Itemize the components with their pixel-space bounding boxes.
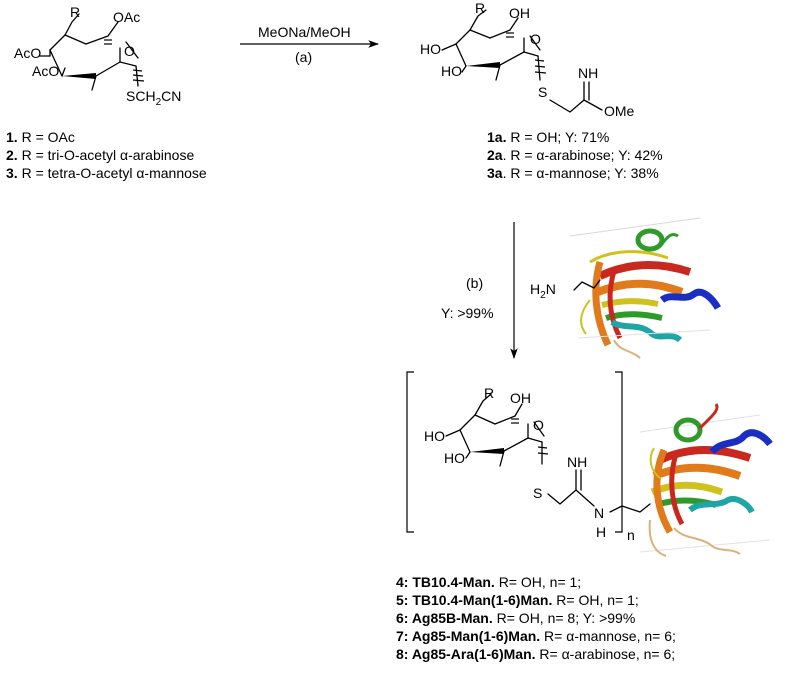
imidate-atom-S: S [538,84,547,100]
imidate-atom-R: R [475,0,485,16]
conjugate-atom-HO-2: HO [444,450,465,466]
conjugate-compound-4: 4: TB10.4-Man. R= OH, n= 1; [396,574,581,590]
start-compound-3: 3. R = tetra-O-acetyl α-mannose [6,165,207,181]
start-atom-R: R [70,4,80,20]
start-compound-list: 1. R = OAc 2. R = tri-O-acetyl α-arabino… [6,129,207,181]
start-structure [39,13,145,91]
imidate-atom-OMe: OMe [604,103,635,119]
conjugate-compound-list: 4: TB10.4-Man. R= OH, n= 1; 5: TB10.4-Ma… [396,574,676,662]
conjugate-compound-5: 5: TB10.4-Man(1-6)Man. R= OH, n= 1; [396,592,639,608]
conjugate-atom-OH: OH [510,390,531,406]
start-atom-OAc: OAc [113,9,140,25]
yield-label-b: Y: >99% [441,305,494,321]
repeat-subscript: n [627,527,635,543]
conjugate-atom-HO-1: HO [424,428,445,444]
imidate-atom-HO-2: HO [441,63,462,79]
imidate-compound-2a: 2a. R = α-arabinose; Y: 42% [487,147,663,163]
conjugate-atom-O: O [533,417,544,433]
amine-linker-top [573,279,601,291]
imidate-atom-O: O [530,31,541,47]
imidate-structure [441,9,603,113]
start-compound-1: 1. R = OAc [6,129,75,145]
step-label-b: (b) [466,275,483,291]
start-atom-O: O [124,43,135,59]
start-atom-AcO-2: AcO [32,63,59,79]
conjugate-atom-S: S [533,485,542,501]
protein-structure-bottom [639,403,773,557]
start-atom-AcO-1: AcO [14,45,41,61]
conjugate-compound-6: 6: Ag85B-Man. R= OH, n= 8; Y: >99% [396,610,635,626]
conjugate-atom-N: N [594,505,604,521]
conjugate-atom-NH: NH [567,454,587,470]
imidate-compound-list: 1a. R = OH; Y: 71% 2a. R = α-arabinose; … [487,129,663,181]
protein-amine: H2N [530,281,556,301]
bracket-left [406,371,414,533]
conjugate-compound-8: 8: Ag85-Ara(1-6)Man. R= α-arabinose, n= … [396,646,675,662]
start-atom-SCH2CN: SCH2CN [126,88,181,108]
protein-structure-top [569,217,722,359]
start-compound-2: 2. R = tri-O-acetyl α-arabinose [6,147,194,163]
conjugate-atom-H: H [596,524,606,540]
step-label-a: (a) [295,49,312,65]
imidate-atom-NH: NH [578,65,598,81]
conjugate-compound-7: 7: Ag85-Man(1-6)Man. R= α-mannose, n= 6; [396,628,676,644]
imidate-atom-HO-1: HO [420,41,441,57]
imidate-atom-OH: OH [509,5,530,21]
imidate-compound-3a: 3a. R = α-mannose; Y: 38% [487,165,659,181]
imidate-compound-1a: 1a. R = OH; Y: 71% [487,129,609,145]
conjugate-atom-R: R [484,385,494,401]
bracket-right [615,371,623,533]
conjugate-structure [445,393,651,513]
reagent-label: MeONa/MeOH [258,24,351,40]
